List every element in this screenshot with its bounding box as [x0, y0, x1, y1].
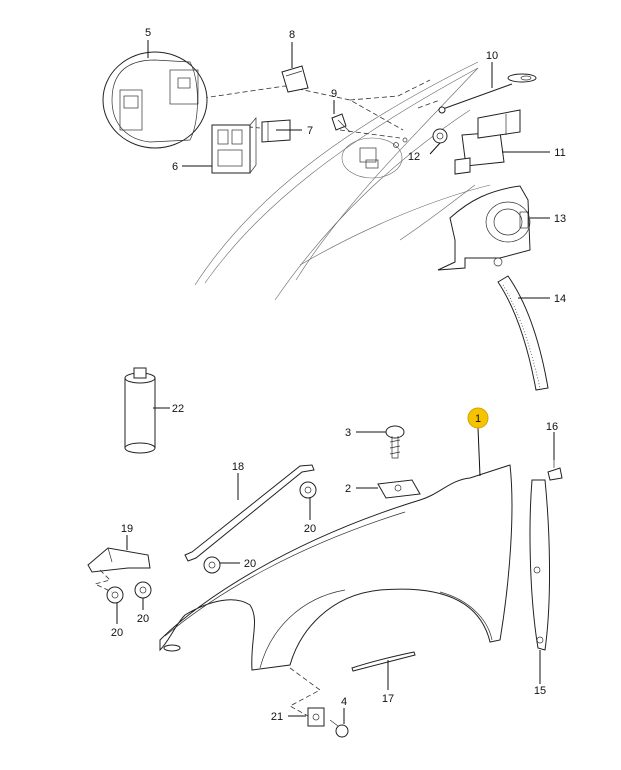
callout-7[interactable]: 7 [307, 125, 313, 137]
car-body-outline [194, 61, 491, 301]
callout-20-top[interactable]: 20 [304, 523, 316, 535]
mirror-glass-part[interactable] [102, 51, 208, 149]
callout-20-left[interactable]: 20 [111, 627, 123, 639]
push-pin-part[interactable] [331, 113, 351, 133]
callout-13[interactable]: 13 [554, 213, 566, 225]
cable-rod-part[interactable] [438, 73, 537, 114]
callout-21[interactable]: 21 [271, 711, 283, 723]
callout-12[interactable]: 12 [408, 151, 420, 163]
callout-15[interactable]: 15 [534, 685, 546, 697]
callout-22[interactable]: 22 [172, 403, 184, 415]
leader-lines [116, 40, 555, 724]
callout-19[interactable]: 19 [121, 523, 133, 535]
callout-11[interactable]: 11 [554, 147, 565, 159]
callout-9[interactable]: 9 [331, 88, 337, 100]
mirror-bracket-part[interactable] [211, 117, 257, 174]
rail-part[interactable] [184, 464, 315, 562]
callout-17[interactable]: 17 [382, 693, 394, 705]
assembly-guide-bottom [289, 667, 321, 717]
mounting-plate-part[interactable] [377, 479, 421, 499]
callout-20-right[interactable]: 20 [137, 613, 149, 625]
screw-part-4[interactable] [329, 719, 349, 738]
actuator-part[interactable] [454, 109, 521, 175]
nut-part-12[interactable] [432, 128, 448, 144]
liner-part[interactable] [529, 479, 551, 651]
callout-2[interactable]: 2 [345, 483, 351, 495]
mirror-mount-detail [341, 137, 408, 179]
callouts: 1 2 3 4 5 6 7 8 9 10 11 12 13 14 15 16 1… [111, 27, 566, 723]
filler-housing-part[interactable] [437, 185, 531, 271]
callout-1[interactable]: 1 [475, 413, 481, 425]
clip-part-16[interactable] [547, 460, 563, 481]
callout-4[interactable]: 4 [341, 696, 347, 708]
seal-strip-part[interactable] [497, 275, 549, 391]
callout-3[interactable]: 3 [345, 427, 351, 439]
screw-part-3[interactable] [385, 425, 405, 459]
retainer-part-21[interactable] [307, 707, 325, 727]
cap-part[interactable] [281, 65, 309, 93]
callout-14[interactable]: 14 [554, 293, 566, 305]
clip-part[interactable] [261, 119, 291, 143]
callout-6[interactable]: 6 [172, 161, 178, 173]
callout-20-mid[interactable]: 20 [244, 558, 256, 570]
callout-8[interactable]: 8 [289, 29, 295, 41]
trim-strip-part[interactable] [351, 651, 416, 672]
fender-part[interactable] [159, 464, 513, 671]
tube-part[interactable] [124, 367, 156, 454]
callout-5[interactable]: 5 [145, 27, 151, 39]
small-bracket-part[interactable] [87, 547, 151, 573]
callout-10[interactable]: 10 [486, 50, 498, 62]
assembly-guides-top [202, 79, 441, 139]
callout-16[interactable]: 16 [546, 421, 558, 433]
callout-18[interactable]: 18 [232, 461, 244, 473]
nut-part-20[interactable] [106, 481, 317, 604]
callout-1-highlight [467, 407, 489, 429]
